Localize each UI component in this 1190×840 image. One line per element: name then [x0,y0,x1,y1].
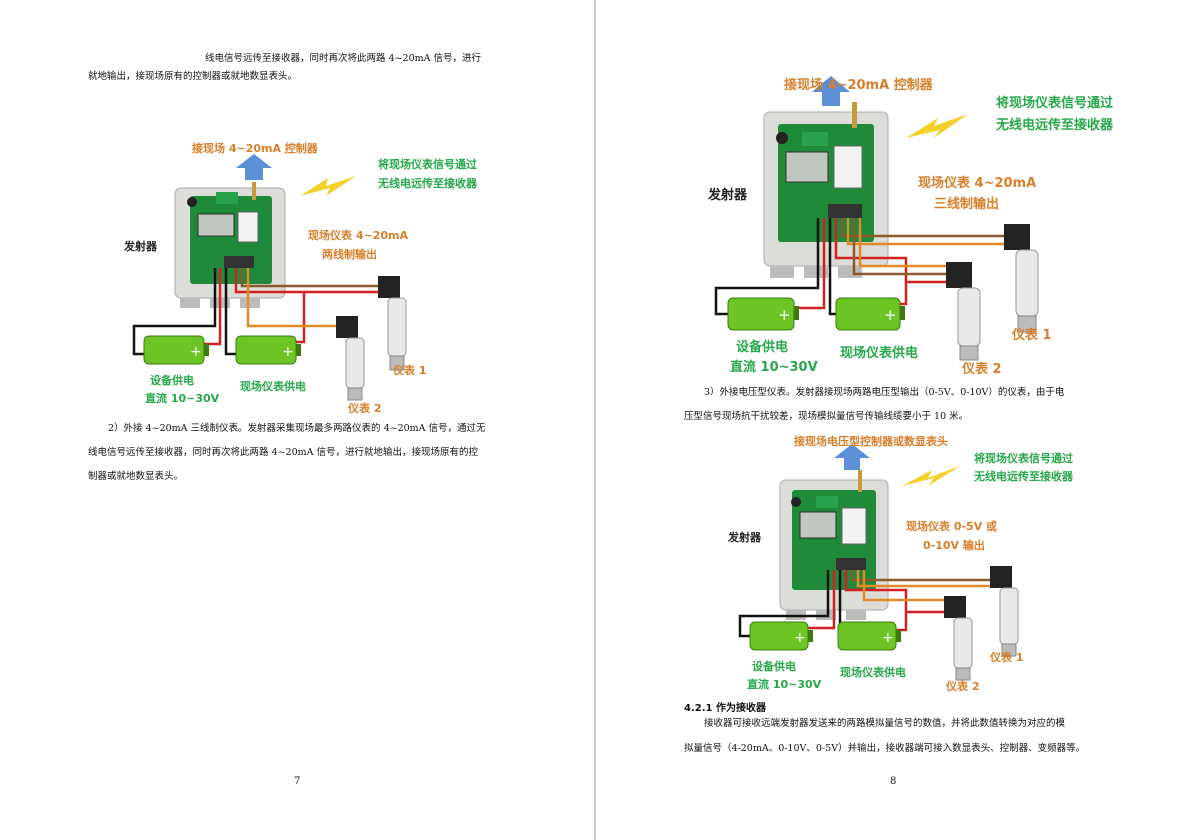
field-supply-label: 现场仪表供电 [840,666,906,679]
battery-icon-field-supply: + [835,297,905,331]
orange-wire-2 [858,218,946,268]
meter-1-label: 仪表 1 [1012,328,1052,343]
controller-label: 接现场 4~20mA 控制器 [784,78,933,93]
output-label-line-1: 现场仪表 4~20mA [918,176,1037,191]
output-label-line-1: 现场仪表 0-5V 或 [906,520,998,533]
meter-2-label: 仪表 2 [962,362,1002,377]
brown-wire [850,570,992,582]
paragraph-3-line-1: 3）外接电压型仪表。发射器接现场两路电压型输出（0-5V、0-10V）的仪表，由… [704,387,1065,398]
controller-label: 接现场 4~20mA 控制器 [192,142,318,155]
wireless-label-line-2: 无线电远传至接收器 [996,118,1114,133]
transmitter-device [174,182,286,308]
output-label-line-1: 现场仪表 4~20mA [308,229,408,242]
device-supply-label-line-1: 设备供电 [150,374,194,387]
up-arrow-icon [236,154,272,180]
transmitter-label: 发射器 [124,240,157,253]
wiring-diagram-1-graphic: + + [132,154,407,401]
battery-icon-field-supply: + [837,621,901,651]
orange-wire [246,268,338,328]
paragraph-2-line-2: 线电信号远传至接收器，同时再次将此两路 4~20mA 信号，进行就地输出，接现场… [88,447,479,458]
field-supply-label: 现场仪表供电 [840,346,919,361]
wireless-label-line-1: 将现场仪表信号通过 [974,452,1073,465]
wiring-diagram-3-graphic: + + [738,444,1019,681]
orange-wire [856,570,992,588]
svg-text:+: + [794,630,806,646]
device-supply-label-line-1: 设备供电 [736,340,789,355]
transmitter-label: 发射器 [708,188,748,203]
meter-2-label: 仪表 2 [946,680,980,693]
pressure-sensor-icon-meter-2 [946,262,981,361]
meter-2-label: 仪表 2 [348,402,382,415]
lightning-icon [902,466,960,486]
brown-wire [840,218,1006,238]
battery-icon-device-supply: + [727,297,799,331]
device-supply-label-line-2: 直流 10~30V [747,678,822,691]
paragraph-1-line-1: 线电信号远传至接收器，同时再次将此两路 4~20mA 信号，进行 [205,53,482,64]
paragraph-2-line-1: 2）外接 4~20mA 三线制仪表。发射器采集现场最多两路仪表的 4~20mA … [108,423,486,434]
svg-text:+: + [282,344,294,360]
battery-icon-device-supply: + [749,621,813,651]
device-supply-label-line-2: 直流 10~30V [145,392,220,405]
section-heading: 4.2.1 作为接收器 [684,703,766,714]
wireless-label-line-2: 无线电远传至接收器 [974,470,1073,483]
pressure-sensor-icon-meter-1 [378,276,407,371]
pressure-sensor-icon-meter-2 [944,596,973,681]
document-page-7: 线电信号远传至接收器，同时再次将此两路 4~20mA 信号，进行 就地输出，接现… [0,0,594,840]
orange-wire [846,218,1006,246]
transmitter-label: 发射器 [728,531,761,544]
red-wire-supply [204,268,222,346]
page-number: 8 [890,776,897,787]
black-wire [714,218,820,316]
device-supply-label-line-2: 直流 10~30V [730,360,818,375]
orange-wire-2 [862,570,946,602]
document-page-8: + + 接现场 4~20mA 控制器 将现场仪表信号通过 无线电远传至接收器 发… [596,0,1190,840]
field-supply-label: 现场仪表供电 [240,380,306,393]
meter-1-label: 仪表 1 [393,364,427,377]
page-gutter [594,0,596,840]
lightning-icon [906,114,968,138]
lightning-icon [300,176,356,196]
black-wire [132,268,217,356]
black-wire [738,570,830,638]
black-wire-2 [828,218,836,316]
brown-wire-2 [852,218,946,276]
wiring-diagram-2-graphic: + + [714,76,1039,361]
paragraph-1-line-2: 就地输出，接现场原有的控制器或就地数显表头。 [88,71,298,82]
wireless-label-line-1: 将现场仪表信号通过 [996,96,1114,111]
output-label-line-2: 0-10V 输出 [923,539,985,552]
meter-1-label: 仪表 1 [990,651,1024,664]
controller-label: 接现场电压型控制器或数显表头 [794,435,948,448]
paragraph-2-line-3: 制器或就地数显表头。 [88,471,184,482]
battery-icon-device-supply: + [143,335,209,365]
paragraph-4-line-2: 拟量信号（4-20mA、0-10V、0-5V）并输出，接收器端可接入数显表头、控… [684,743,1086,754]
pressure-sensor-icon-meter-1 [1004,224,1039,333]
black-wire-2 [224,268,236,356]
output-label-line-2: 三线制输出 [934,197,1000,212]
device-supply-label-line-1: 设备供电 [752,660,796,673]
svg-text:+: + [190,344,202,360]
pressure-sensor-icon-meter-2 [336,316,365,401]
wireless-label-line-1: 将现场仪表信号通过 [378,158,477,171]
red-wire-meter [844,570,908,632]
svg-text:+: + [882,630,894,646]
wireless-label-line-2: 无线电远传至接收器 [378,177,477,190]
paragraph-3-line-2: 压型信号现场抗干扰较差，现场模拟量信号传输线缆要小于 10 米。 [684,411,969,422]
up-arrow-icon [812,76,850,106]
up-arrow-icon [834,444,870,470]
battery-icon-field-supply: + [235,335,301,365]
red-wire-supply [808,570,836,630]
svg-text:+: + [884,306,897,324]
page-number: 7 [294,776,301,787]
paragraph-4-line-1: 接收器可接收远端发射器发送来的两路模拟量信号的数值，并将此数值转换为对应的模 [704,718,1066,729]
brown-wire [240,268,380,288]
red-wire-meter [834,218,908,306]
output-label-line-2: 两线制输出 [322,248,377,261]
svg-text:+: + [778,306,791,324]
red-wire-supply [794,218,826,310]
transmitter-device [763,102,889,278]
pressure-sensor-icon-meter-1 [990,566,1019,657]
